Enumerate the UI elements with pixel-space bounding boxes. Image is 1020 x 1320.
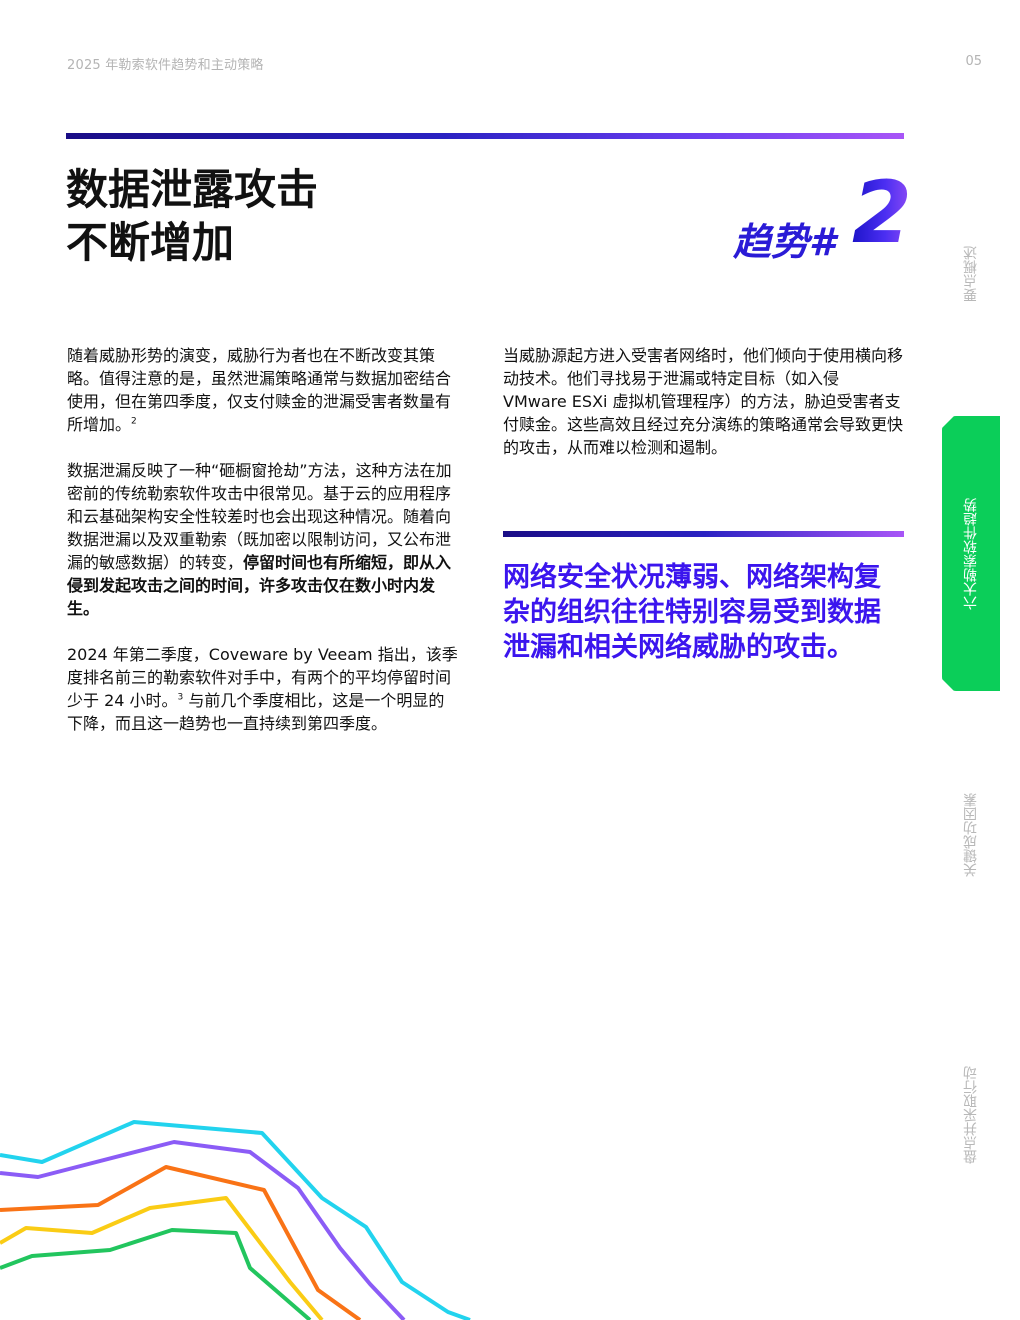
paragraph-2: 数据泄漏反映了一种“砸橱窗抢劫”方法，这种方法在加密前的传统勒索软件攻击中很常见…	[67, 459, 459, 620]
page-number: 05	[965, 54, 982, 69]
page-title-line-1: 数据泄露攻击	[66, 165, 319, 214]
side-tab-trends[interactable]: 六大勒索软件趋势	[942, 416, 1000, 691]
side-tab-take-action[interactable]: 盘点并采取行动	[942, 1052, 1000, 1178]
trend-number: 2	[852, 163, 912, 263]
pull-quote: 网络安全状况薄弱、网络架构复杂的组织往往特别容易受到数据泄漏和相关网络威胁的攻击…	[503, 562, 881, 663]
decorative-wave-lines	[0, 1120, 471, 1320]
paragraph-2-emphasis: 停留时间也有所缩短，即从入侵到发起攻击之间的时间，许多攻击仅在数小时内发生。	[67, 553, 452, 618]
paragraph-1: 随着威胁形势的演变，威胁行为者也在不断改变其策略。值得注意的是，虽然泄漏策略通常…	[67, 344, 459, 436]
wave-line-green	[0, 1228, 312, 1320]
wave-line-yellow	[0, 1196, 324, 1320]
right-column: 当威胁源起方进入受害者网络时，他们倾向于使用横向移动技术。他们寻找易于泄漏或特定…	[503, 344, 905, 482]
side-tab-overview[interactable]: 要点概述	[942, 232, 1000, 316]
paragraph-3-text-b: 与前几个季度相比，这是一个明显的下降，而且这一趋势也一直持续到第四季度。	[67, 691, 445, 733]
paragraph-3-text-a: 2024 年第二季度，Coveware by Veeam 指出，该季度排名前三的…	[67, 645, 458, 710]
wave-line-purple	[0, 1140, 406, 1320]
page-title-line-2: 不断增加	[66, 218, 235, 267]
paragraph-2-text: 数据泄漏反映了一种“砸橱窗抢劫”方法，这种方法在加密前的传统勒索软件攻击中很常见…	[67, 461, 452, 572]
side-tab-overview-label: 要点概述	[963, 246, 979, 302]
right-paragraph-1: 当威胁源起方进入受害者网络时，他们倾向于使用横向移动技术。他们寻找易于泄漏或特定…	[503, 346, 904, 457]
paragraph-3: 2024 年第二季度，Coveware by Veeam 指出，该季度排名前三的…	[67, 643, 459, 735]
footnote-ref-3[interactable]: 3	[177, 692, 184, 703]
side-tab-trends-label: 六大勒索软件趋势	[963, 497, 979, 610]
side-tab-take-action-label: 盘点并采取行动	[963, 1066, 979, 1164]
trend-label: 趋势#	[733, 220, 836, 264]
left-column: 随着威胁形势的演变，威胁行为者也在不断改变其策略。值得注意的是，虽然泄漏策略通常…	[67, 344, 459, 758]
wave-line-cyan	[0, 1120, 471, 1320]
side-tab-success-factors[interactable]: 关键成功因素	[942, 780, 1000, 890]
wave-line-orange	[0, 1165, 362, 1320]
side-tab-success-factors-label: 关键成功因素	[963, 793, 979, 877]
document-title: 2025 年勒索软件趋势和主动策略	[67, 58, 264, 73]
title-divider	[66, 133, 904, 139]
quote-divider	[503, 531, 904, 537]
footnote-ref-2[interactable]: 2	[131, 416, 137, 427]
page-title: 数据泄露攻击 不断增加	[66, 163, 318, 269]
paragraph-1-text: 随着威胁形势的演变，威胁行为者也在不断改变其策略。值得注意的是，虽然泄漏策略通常…	[67, 346, 452, 434]
